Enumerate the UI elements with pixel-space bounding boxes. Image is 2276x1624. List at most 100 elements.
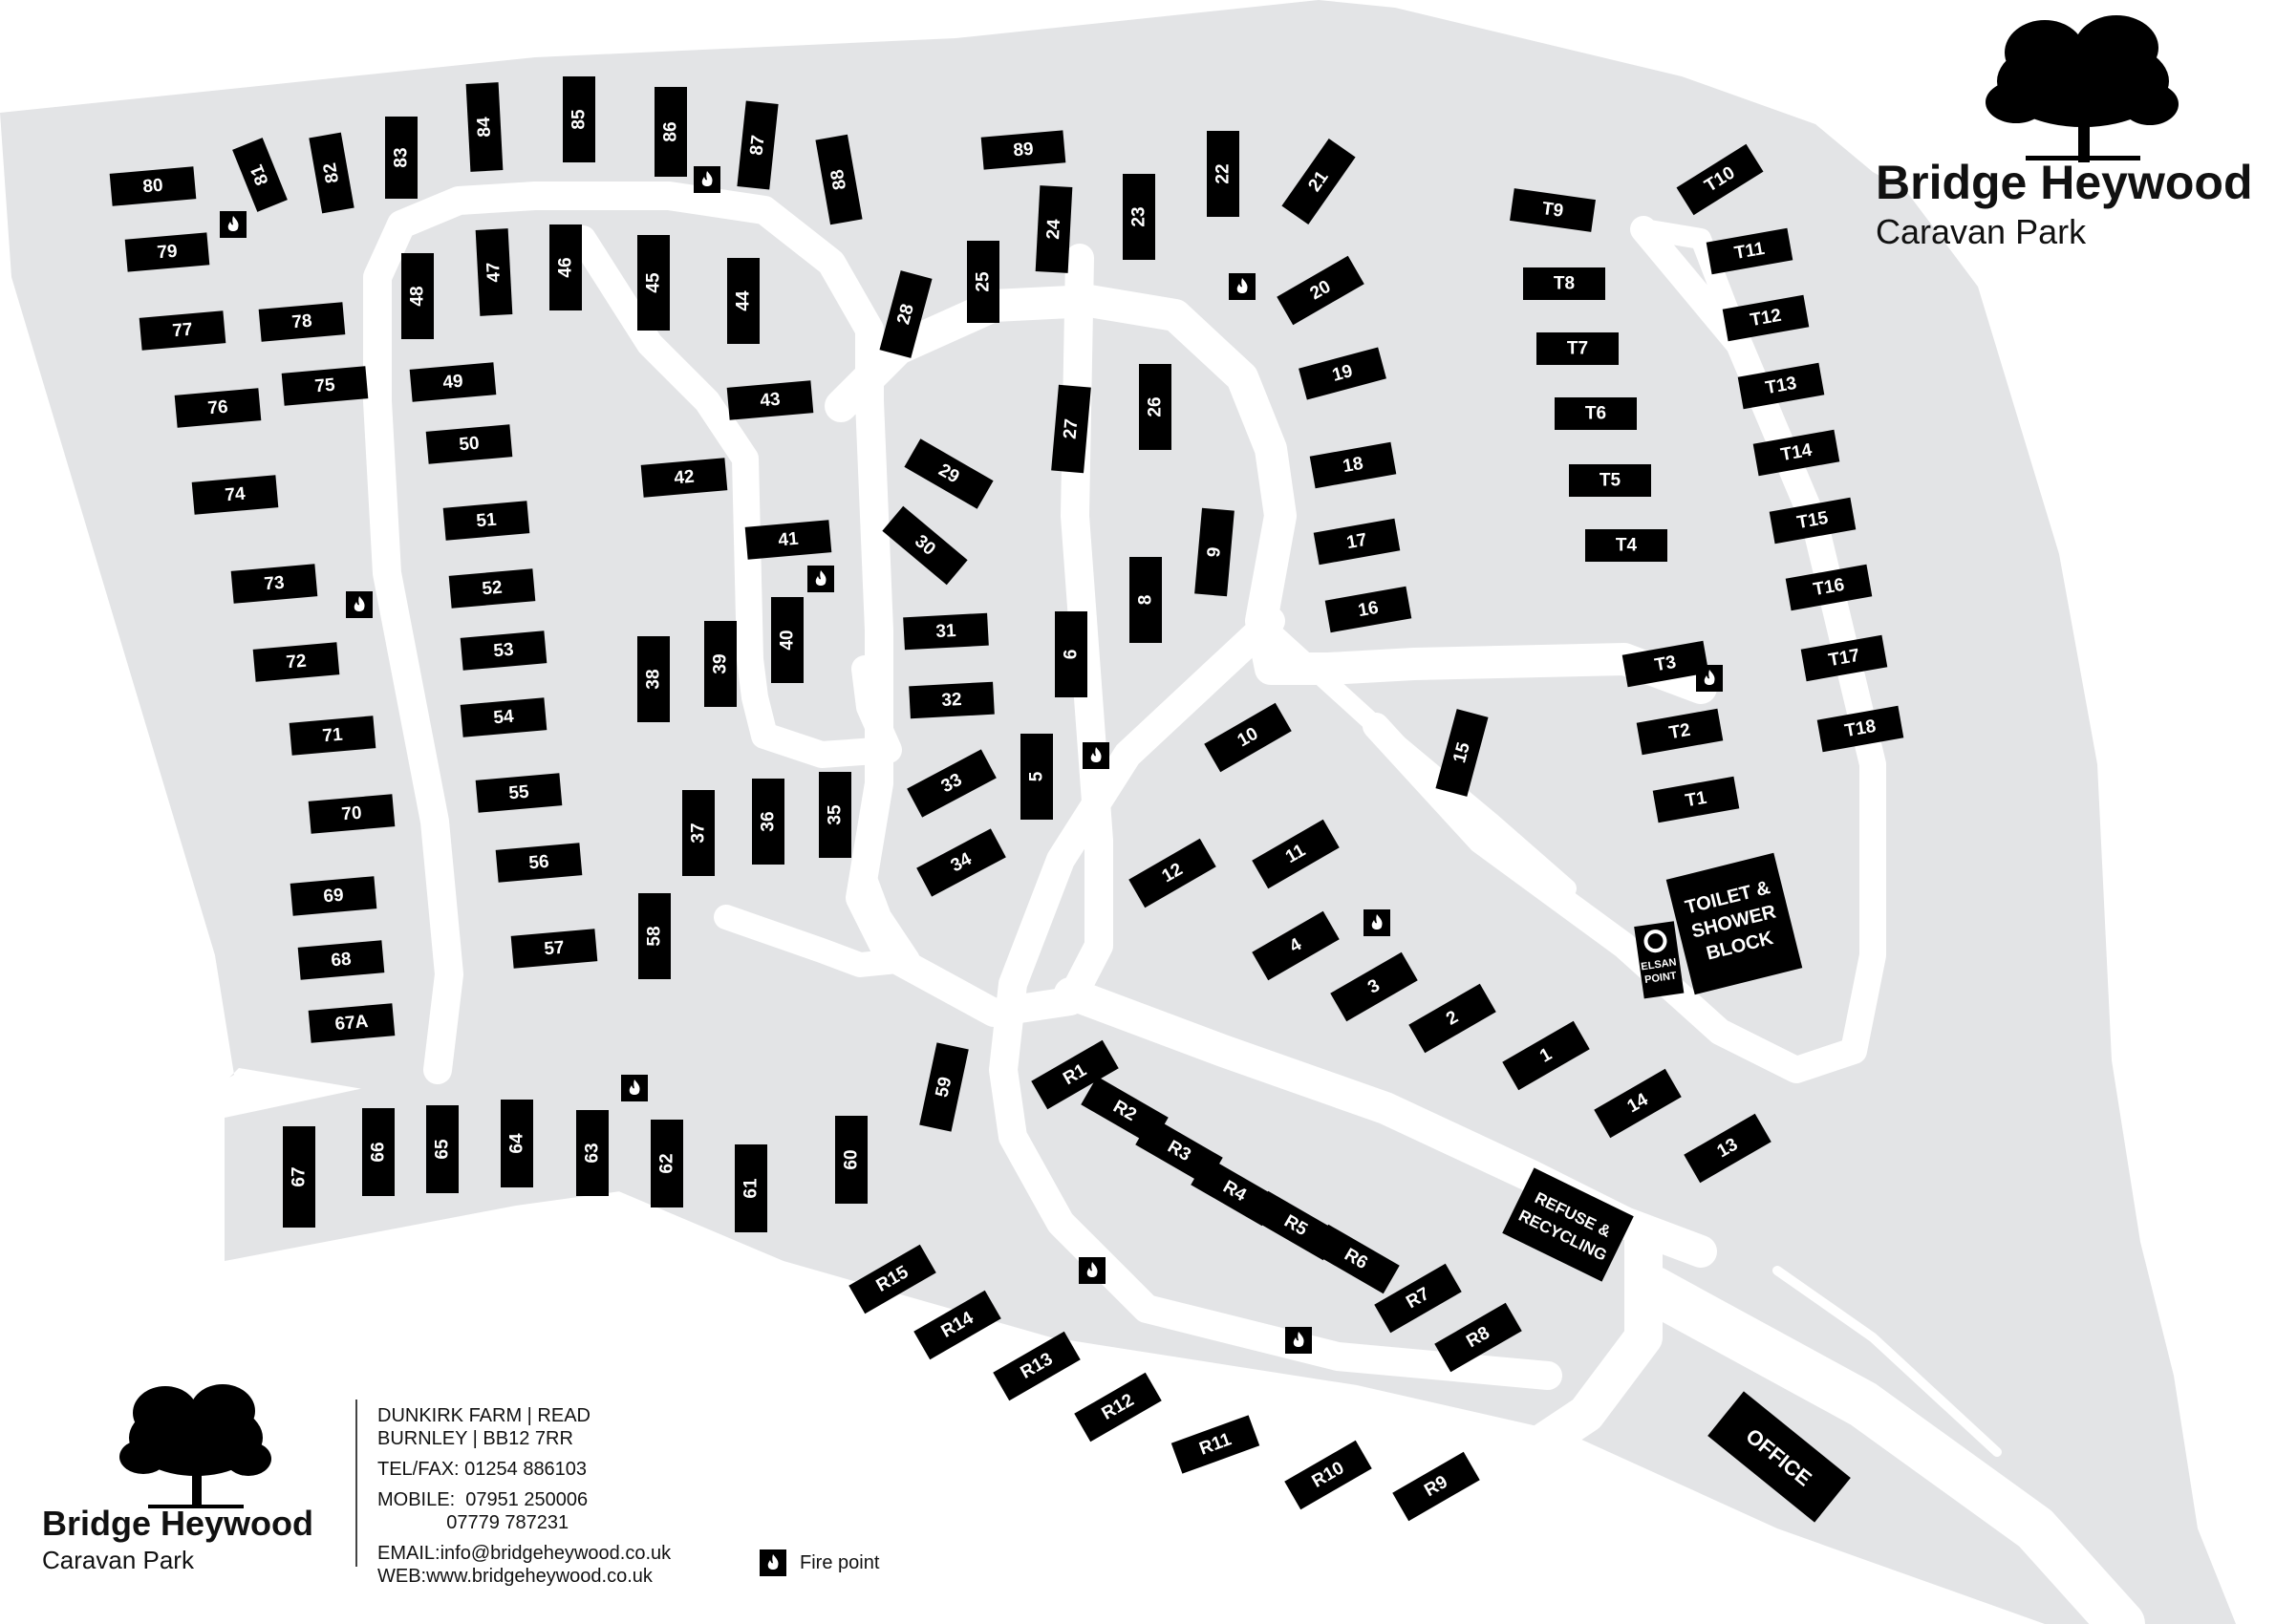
pitch-box <box>993 1331 1081 1401</box>
email-link[interactable]: EMAIL:info@bridgeheywood.co.uk <box>377 1543 672 1564</box>
pitch-label: T2 <box>1667 720 1691 744</box>
pitch-box <box>448 568 536 609</box>
elsan-label-1: ELSAN <box>1641 956 1678 972</box>
pitch-41: 41 <box>744 520 832 560</box>
pitch-label: 38 <box>644 669 664 689</box>
pitch-2: 2 <box>1408 983 1496 1054</box>
pitch-box <box>1020 734 1053 820</box>
pitch-label: 42 <box>674 467 696 489</box>
pitch-39: 39 <box>704 621 737 707</box>
pitch-box <box>124 232 210 272</box>
pitch-label: 36 <box>759 811 779 831</box>
pitch-box <box>139 310 226 351</box>
pitch-box <box>1652 776 1740 823</box>
pitch-label: 62 <box>657 1153 677 1173</box>
pitch-88: 88 <box>815 134 863 225</box>
web-link[interactable]: WEB:www.bridgeheywood.co.uk <box>377 1566 653 1587</box>
pitch-box <box>1204 702 1292 773</box>
pitch-67a: 67A <box>308 1003 396 1043</box>
pitch-box <box>1502 1020 1590 1091</box>
toilet-shower-block: TOILET & SHOWER BLOCK <box>1665 852 1803 995</box>
pitch-box <box>637 636 670 722</box>
pitch-t7: T7 <box>1536 332 1619 365</box>
mobile-1: MOBILE: 07951 250006 <box>377 1489 589 1510</box>
pitch-box <box>1055 611 1087 697</box>
pitch-67: 67 <box>283 1126 315 1228</box>
pitch-r12: R12 <box>1074 1372 1162 1442</box>
pitch-box <box>362 1108 395 1196</box>
pitch-66: 66 <box>362 1108 395 1196</box>
pitch-box <box>1621 640 1709 688</box>
pitch-68: 68 <box>297 940 385 980</box>
pitch-box <box>1191 1156 1278 1227</box>
fire-point-icon <box>1363 909 1390 936</box>
pitch-t10: T10 <box>1676 143 1764 216</box>
pitch-38: 38 <box>637 636 670 722</box>
pitch-label: 83 <box>392 147 412 167</box>
pitch-28: 28 <box>879 270 933 358</box>
pitch-53: 53 <box>460 630 548 671</box>
pitch-box <box>1536 332 1619 365</box>
pitch-label: 84 <box>474 116 495 138</box>
pitch-box <box>563 76 595 162</box>
tree-logo-icon <box>119 1384 271 1508</box>
pitch-62: 62 <box>651 1120 683 1207</box>
pitch-label: 25 <box>974 271 994 292</box>
pitch-box <box>1330 951 1418 1022</box>
pitch-label: 39 <box>711 653 731 673</box>
pitch-6: 6 <box>1055 611 1087 697</box>
pitch-23: 23 <box>1123 174 1155 260</box>
fire-point-icon <box>1696 665 1723 692</box>
pitch-box <box>1309 441 1397 489</box>
pitch-45: 45 <box>637 235 670 331</box>
pitch-58: 58 <box>638 893 671 979</box>
address-line-1: DUNKIRK FARM | READ <box>377 1405 590 1426</box>
pitch-label: 6 <box>1062 650 1082 660</box>
pitch-box <box>727 258 760 344</box>
pitch-43: 43 <box>726 380 814 420</box>
fire-point-icon <box>621 1075 648 1101</box>
pitch-label: 82 <box>320 161 343 184</box>
pitch-51: 51 <box>442 501 530 541</box>
pitch-box <box>682 790 715 876</box>
pitch-40: 40 <box>771 597 804 683</box>
pitch-t15: T15 <box>1769 497 1857 545</box>
pitch-label: T6 <box>1585 404 1606 424</box>
pitch-label: 75 <box>314 375 336 397</box>
pitch-box <box>1074 1372 1162 1442</box>
pitch-81: 81 <box>232 138 288 212</box>
pitch-box <box>1252 1190 1340 1261</box>
pitch-t18: T18 <box>1816 705 1904 753</box>
pitch-42: 42 <box>640 458 728 498</box>
pitch-box <box>879 270 933 358</box>
pitch-box <box>1252 819 1340 889</box>
pitch-t2: T2 <box>1636 708 1724 756</box>
pitch-box <box>258 302 346 342</box>
pitch-box <box>704 621 737 707</box>
pitch-box <box>1722 294 1810 342</box>
pitch-label: 37 <box>689 823 709 843</box>
pitch-t3: T3 <box>1621 640 1709 688</box>
pitch-label: 69 <box>323 886 345 908</box>
pitch-25: 25 <box>967 241 999 323</box>
pitch-label: 41 <box>778 529 800 551</box>
pitch-label: 47 <box>483 262 505 283</box>
pitch-63: 63 <box>576 1110 609 1196</box>
pitch-box <box>281 366 369 406</box>
pitch-box <box>308 794 396 834</box>
pitch-box <box>1800 634 1888 682</box>
pitch-box <box>980 130 1066 170</box>
pitch-t11: T11 <box>1706 227 1793 275</box>
pitch-55: 55 <box>475 773 563 813</box>
pitch-r8: R8 <box>1434 1302 1522 1373</box>
pitch-box <box>460 630 548 671</box>
brand-title-top: Bridge Heywood <box>1876 156 2253 209</box>
pitch-label: 9 <box>1204 546 1225 558</box>
pitch-24: 24 <box>1035 185 1073 273</box>
pitch-label: 67A <box>334 1012 370 1035</box>
pitch-box <box>726 380 814 420</box>
pitch-48: 48 <box>401 253 434 339</box>
pitch-84: 84 <box>465 82 504 172</box>
pitch-box <box>460 697 548 737</box>
pitch-label: 85 <box>569 109 590 130</box>
